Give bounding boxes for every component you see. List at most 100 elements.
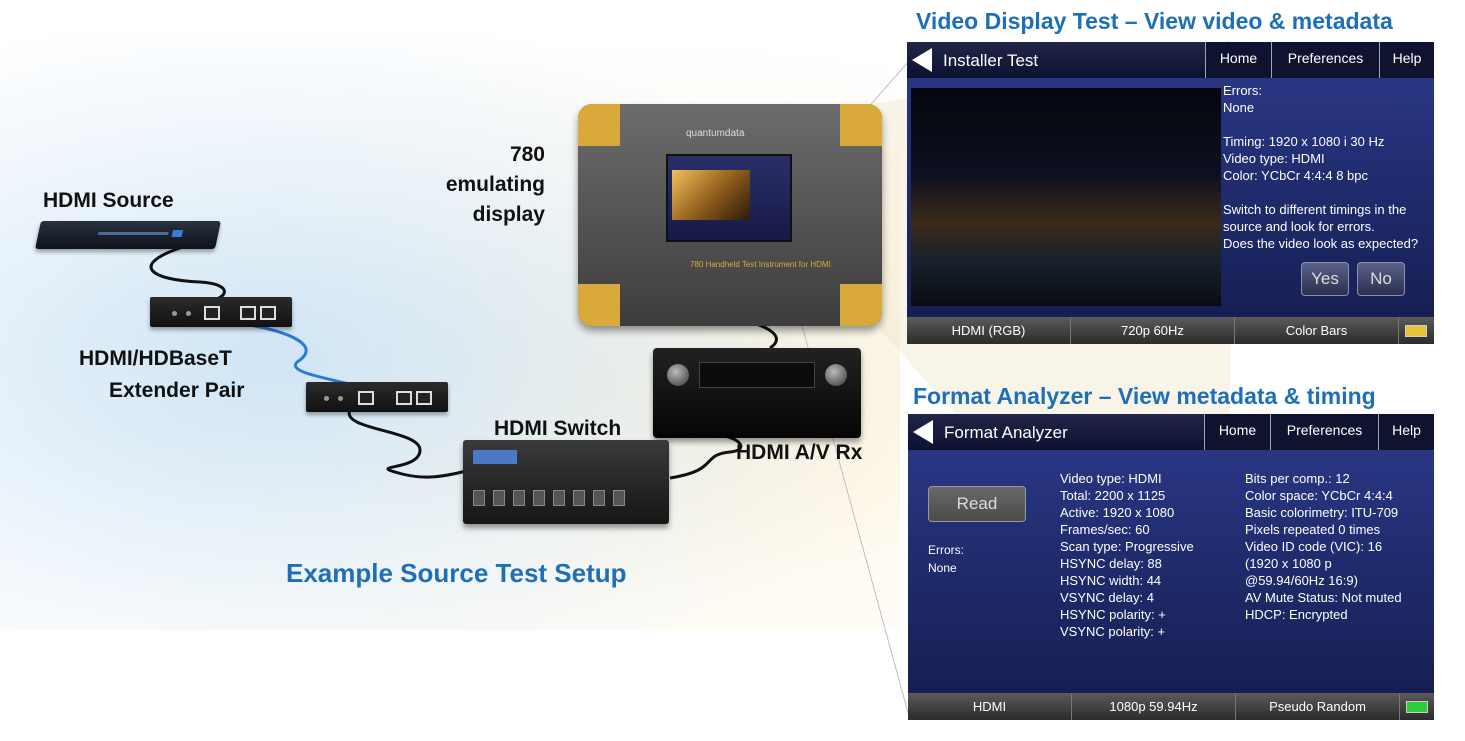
hdmi-jack	[613, 490, 625, 506]
metadata-line: VSYNC polarity: +	[1060, 624, 1166, 639]
status-bar: HDMI (RGB) 720p 60Hz Color Bars	[907, 317, 1434, 344]
device-screen	[666, 154, 792, 242]
bumper-corner	[840, 104, 882, 146]
input-knob	[825, 364, 847, 386]
status-pattern[interactable]: Color Bars	[1235, 317, 1399, 344]
status-timing[interactable]: 1080p 59.94Hz	[1072, 693, 1236, 720]
emulator-label-line1: 780	[509, 143, 545, 166]
extender-receiver	[306, 382, 448, 412]
hdmi-switch	[463, 440, 669, 524]
metadata-line: (1920 x 1080 p	[1245, 556, 1332, 571]
port-dot	[186, 311, 191, 316]
hdmi-jack	[533, 490, 545, 506]
errors-value: None	[1223, 100, 1255, 115]
model-text: 780 Handheld Test Instrument for HDMI	[690, 260, 831, 269]
rj45-port	[204, 306, 220, 320]
format-analyzer-heading: Format Analyzer – View metadata & timing	[913, 383, 1376, 409]
panel-title: Format Analyzer	[944, 423, 1068, 442]
rj45-port	[240, 306, 256, 320]
extender-label-line2: Extender Pair	[109, 379, 245, 402]
hdmi-jack	[593, 490, 605, 506]
format-analyzer-panel: Format Analyzer Home Preferences Help Re…	[908, 414, 1434, 720]
metadata-line: Bits per comp.: 12	[1245, 471, 1350, 486]
instruction-line2: source and look for errors.	[1223, 219, 1375, 234]
bluray-led	[171, 230, 184, 237]
errors-label: Errors:	[928, 543, 964, 557]
tab-preferences[interactable]: Preferences	[1270, 414, 1378, 450]
video-test-heading: Video Display Test – View video & metada…	[916, 8, 1393, 34]
battery-icon	[1405, 325, 1427, 337]
hdmi-jack	[513, 490, 525, 506]
errors-label: Errors:	[1223, 83, 1262, 98]
hdmi-jack	[573, 490, 585, 506]
status-pattern[interactable]: Pseudo Random	[1236, 693, 1400, 720]
tab-home[interactable]: Home	[1204, 414, 1270, 450]
instruction-line3: Does the video look as expected?	[1223, 236, 1419, 251]
brand-logo: quantumdata	[686, 128, 745, 139]
tab-home[interactable]: Home	[1205, 42, 1271, 78]
bumper-corner	[578, 284, 620, 326]
avr-display	[699, 362, 815, 388]
metadata-line: Video ID code (VIC): 16	[1245, 539, 1383, 554]
metadata-column-2: Bits per comp.: 12 Color space: YCbCr 4:4…	[1245, 470, 1402, 623]
port-dot	[172, 311, 177, 316]
metadata-line: Total: 2200 x 1125	[1060, 488, 1166, 503]
back-arrow-icon[interactable]	[912, 48, 932, 72]
switch-label: HDMI Switch	[494, 417, 622, 440]
emulator-label-line3: display	[472, 203, 545, 226]
bumper-corner	[578, 104, 620, 146]
rj45-port	[358, 391, 374, 405]
color-text: Color: YCbCr 4:4:4 8 bpc	[1223, 168, 1368, 183]
metadata-line: Video type: HDMI	[1060, 471, 1162, 486]
tab-help[interactable]: Help	[1378, 414, 1434, 450]
metadata-line: Color space: YCbCr 4:4:4	[1245, 488, 1393, 503]
port-dot	[324, 396, 329, 401]
emulator-label-line2: emulating	[445, 173, 545, 196]
horse-image	[672, 170, 750, 220]
status-interface[interactable]: HDMI	[908, 693, 1072, 720]
battery-icon	[1406, 701, 1428, 713]
tab-preferences[interactable]: Preferences	[1271, 42, 1379, 78]
hdmi-jack	[553, 490, 565, 506]
rj45-port	[416, 391, 432, 405]
video-preview	[911, 88, 1221, 306]
metadata-line: AV Mute Status: Not muted	[1245, 590, 1402, 605]
status-interface[interactable]: HDMI (RGB)	[907, 317, 1071, 344]
bluray-player	[35, 221, 221, 249]
tab-help[interactable]: Help	[1379, 42, 1434, 78]
rj45-port	[260, 306, 276, 320]
metadata-line: HSYNC polarity: +	[1060, 607, 1166, 622]
metadata-line: Frames/sec: 60	[1060, 522, 1150, 537]
bumper-corner	[840, 284, 882, 326]
av-receiver	[653, 348, 861, 438]
back-arrow-icon[interactable]	[913, 420, 933, 444]
read-button[interactable]: Read	[928, 486, 1026, 522]
hdmi-jack	[473, 490, 485, 506]
metadata-line: Basic colorimetry: ITU-709	[1245, 505, 1399, 520]
rj45-port	[396, 391, 412, 405]
disc-slot	[98, 232, 169, 235]
hdmi-jack	[493, 490, 505, 506]
volume-knob	[667, 364, 689, 386]
extender-transmitter	[150, 297, 292, 327]
status-timing[interactable]: 720p 60Hz	[1071, 317, 1235, 344]
panel-title: Installer Test	[943, 51, 1039, 70]
instruction-line1: Switch to different timings in the	[1223, 202, 1407, 217]
video-type-text: Video type: HDMI	[1223, 151, 1325, 166]
metadata-line: Pixels repeated 0 times	[1245, 522, 1381, 537]
extender-label-line1: HDMI/HDBaseT	[79, 347, 232, 370]
yes-button[interactable]: Yes	[1301, 262, 1349, 296]
port-dot	[338, 396, 343, 401]
metadata-line: @59.94/60Hz 16:9)	[1245, 573, 1358, 588]
avr-label: HDMI A/V Rx	[736, 441, 863, 464]
video-test-panel: Installer Test Home Preferences Help Err…	[907, 42, 1434, 344]
metadata-line: HSYNC width: 44	[1060, 573, 1162, 588]
metadata-line: HSYNC delay: 88	[1060, 556, 1162, 571]
no-button[interactable]: No	[1357, 262, 1405, 296]
setup-caption: Example Source Test Setup	[286, 558, 627, 588]
errors-value: None	[928, 561, 957, 575]
metadata-line: Scan type: Progressive	[1060, 539, 1194, 554]
metadata-line: Active: 1920 x 1080	[1060, 505, 1175, 520]
status-bar: HDMI 1080p 59.94Hz Pseudo Random	[908, 693, 1434, 720]
